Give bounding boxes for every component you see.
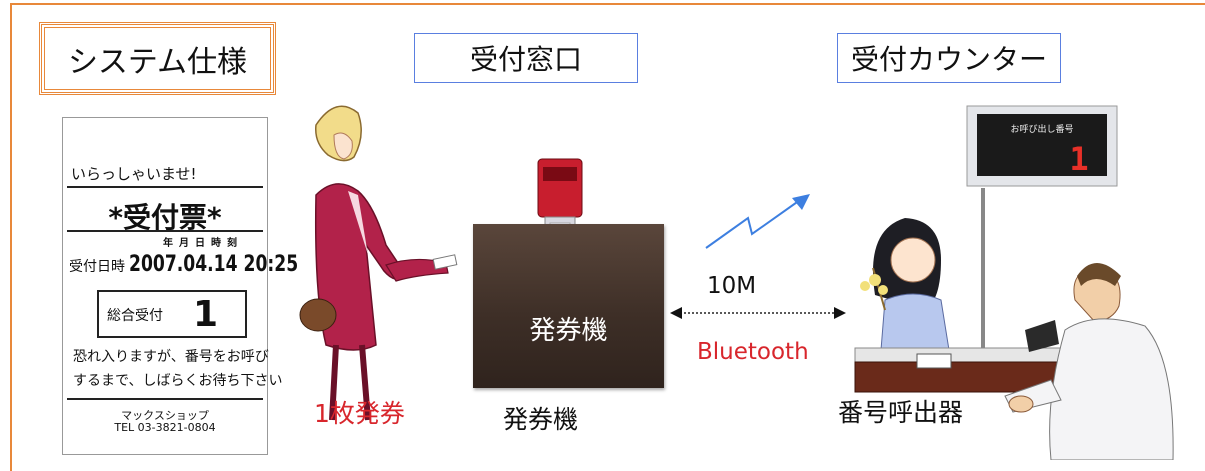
display-board-header: お呼び出し番号 (1010, 123, 1073, 135)
page-title: システム仕様 (39, 22, 276, 95)
diagram-frame (10, 3, 1205, 471)
customer-woman-illustration (299, 105, 458, 421)
distance-label: 10M (707, 273, 757, 299)
ticket-divider (67, 398, 263, 400)
ticket-divider (67, 186, 263, 188)
ticket-date-label: 受付日時 (69, 259, 125, 275)
bluetooth-label: Bluetooth (697, 339, 809, 365)
reception-counter-label: 受付カウンター (837, 33, 1061, 83)
ticket-receipt: いらっしゃいませ! *受付票* 年月日時刻 受付日時 2007.04.14 20… (62, 117, 299, 455)
ticket-dept-number: 1 (193, 294, 219, 335)
ticket-message-line2: するまで、しばらくお待ち下さい (73, 373, 283, 389)
ticket-shop: マックスショップ (121, 409, 209, 422)
ticket-heading: *受付票* (108, 201, 222, 234)
issue-one-caption: 1枚発券 (314, 399, 405, 428)
ticket-date-value: 2007.04.14 20:25 (129, 252, 299, 277)
ticket-date-row: 受付日時 2007.04.14 20:25 (69, 252, 346, 277)
display-board-number: 1 (1069, 140, 1088, 178)
bluetooth-link-arrow (670, 307, 846, 319)
ticket-dept-label: 総合受付 (107, 308, 163, 324)
ticket-tel: TEL 03-3821-0804 (114, 421, 216, 434)
reception-counter-illustration: お呼び出し番号 1 (854, 105, 1174, 460)
wireless-signal-icon (705, 194, 810, 249)
ticket-machine: 発券機 (473, 224, 664, 388)
ticket-date-header: 年月日時刻 (163, 238, 243, 249)
ticket-message-line1: 恐れ入りますが、番号をお呼び (73, 349, 269, 365)
ticket-machine-label: 発券機 (529, 316, 608, 346)
machine-caption: 発券機 (503, 405, 579, 434)
ticket-welcome: いらっしゃいませ! (71, 165, 197, 183)
reception-window-label: 受付窓口 (414, 33, 638, 83)
caller-caption: 番号呼出器 (838, 398, 964, 427)
ticket-divider (67, 230, 263, 232)
ticket-dept-box: 総合受付 1 (97, 290, 247, 338)
